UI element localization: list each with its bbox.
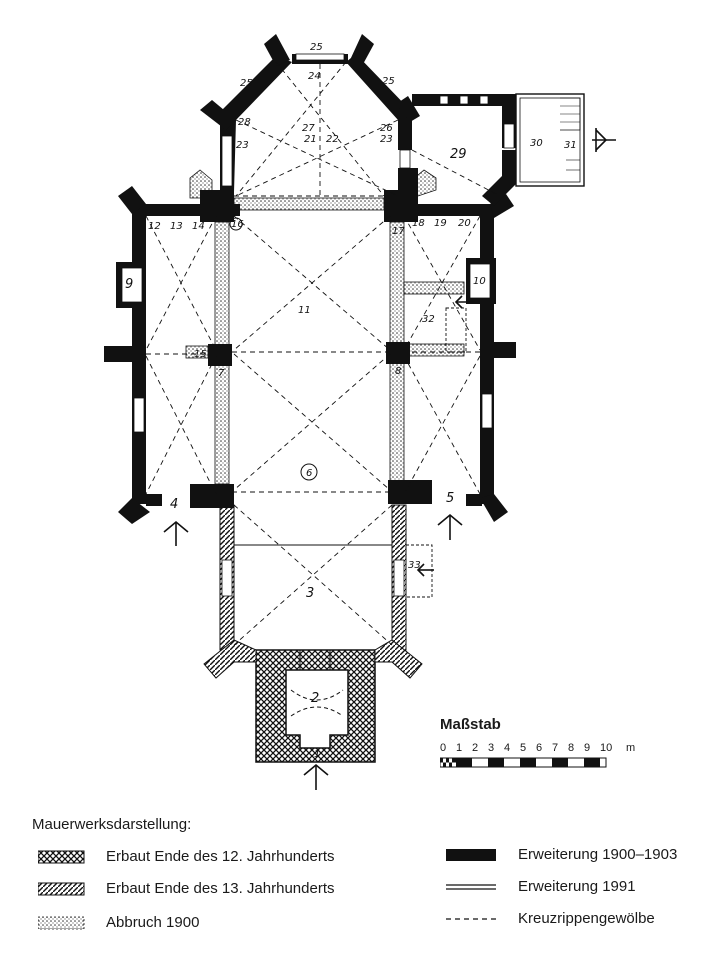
room-label: 6: [306, 468, 312, 479]
room-label: 17: [392, 226, 405, 237]
hatch-12-swatch: [38, 850, 85, 863]
legend-label: Abbruch 1900: [106, 914, 200, 931]
scale-tick: 3: [488, 742, 495, 754]
room-6-marker: [300, 463, 318, 481]
scale-bar: [440, 757, 607, 768]
scale-tick: 6: [536, 742, 543, 754]
legend-item-extension-1991: Erweiterung 1991: [446, 878, 636, 895]
extension-1991-annex: [515, 93, 585, 187]
scale-tick: 8: [568, 742, 575, 754]
rib-vaults: [145, 61, 501, 646]
legend-item-rib-vault: Kreuzrippengewölbe: [446, 910, 655, 927]
room-16-marker: [229, 217, 243, 231]
dashed-line-swatch: [446, 917, 496, 920]
room-label: 15: [194, 349, 207, 360]
room-label: 27: [302, 123, 315, 134]
legend-label: Kreuzrippengewölbe: [518, 910, 655, 927]
room-label: 3: [306, 586, 314, 601]
room-label: 20: [458, 218, 471, 229]
legend-item-extension-1900: Erweiterung 1900–1903: [446, 846, 677, 863]
room-label: 10: [473, 276, 486, 287]
dashed-annexes: [405, 307, 467, 598]
dots-swatch: [38, 916, 85, 929]
room-label: 32: [422, 314, 435, 325]
room-label: 11: [298, 305, 311, 316]
room-label: 16: [231, 219, 244, 230]
room-label: 29: [450, 147, 467, 162]
wall-openings: [121, 53, 515, 433]
room-label: 5: [446, 491, 454, 506]
legend-label: Erbaut Ende des 12. Jahrhunderts: [106, 848, 335, 865]
scale-tick: 10: [600, 742, 613, 754]
room-label: 30: [530, 138, 543, 149]
room-label: 25: [240, 78, 253, 89]
scale-tick: 9: [584, 742, 591, 754]
room-label: 21: [304, 134, 317, 145]
scale-tick: 7: [552, 742, 559, 754]
double-line-swatch: [446, 883, 496, 890]
room-label: 25: [310, 42, 323, 53]
room-label: 24: [308, 71, 321, 82]
legend-title: Mauerwerksdarstellung:: [32, 816, 192, 833]
legend-label: Erweiterung 1991: [518, 878, 636, 895]
legend-item-13th-century: Erbaut Ende des 13. Jahrhunderts: [38, 880, 335, 897]
scale-tick: 4: [504, 742, 511, 754]
legend-item-12th-century: Erbaut Ende des 12. Jahrhunderts: [38, 848, 335, 865]
room-label: 8: [395, 366, 401, 377]
entrance-arrows: [163, 128, 616, 790]
room-label: 7: [218, 368, 225, 379]
scale-tick: 0: [440, 742, 447, 754]
legend-label: Erbaut Ende des 13. Jahrhunderts: [106, 880, 335, 897]
hatch-13-swatch: [38, 882, 85, 895]
room-label: 23: [380, 134, 393, 145]
room-label: 22: [326, 134, 339, 145]
room-label: 12: [148, 221, 161, 232]
scale-title: Maßstab: [440, 716, 501, 733]
room-labels: 1 2 3 4 5 6 7 8 9 10 11 12 13 14 15 16 1…: [125, 42, 577, 760]
scale-tick: 1: [456, 742, 463, 754]
room-label: 23: [236, 140, 249, 151]
room-label: 13: [170, 221, 183, 232]
black-wall-swatch: [446, 848, 496, 861]
scale-tick: 5: [520, 742, 527, 754]
room-label: 28: [238, 117, 251, 128]
room-label: 33: [408, 560, 421, 571]
scale-tick: 2: [472, 742, 479, 754]
tower-walls: [255, 649, 376, 763]
extension-1900-walls: [104, 34, 516, 524]
legend-item-demolition: Abbruch 1900: [38, 914, 199, 931]
west-bay-walls: [203, 504, 423, 679]
room-label: 2: [311, 691, 319, 706]
room-label: 18: [412, 218, 425, 229]
room-label: 26: [380, 123, 393, 134]
room-label: 25: [382, 76, 395, 87]
room-label: 1: [314, 749, 320, 760]
room-label: 9: [125, 277, 133, 292]
room-label: 4: [170, 497, 178, 512]
room-label: 31: [564, 140, 577, 151]
room-label: 14: [192, 221, 205, 232]
scale-unit: m: [626, 742, 636, 754]
legend-label: Erweiterung 1900–1903: [518, 846, 678, 863]
room-label: 19: [434, 218, 447, 229]
